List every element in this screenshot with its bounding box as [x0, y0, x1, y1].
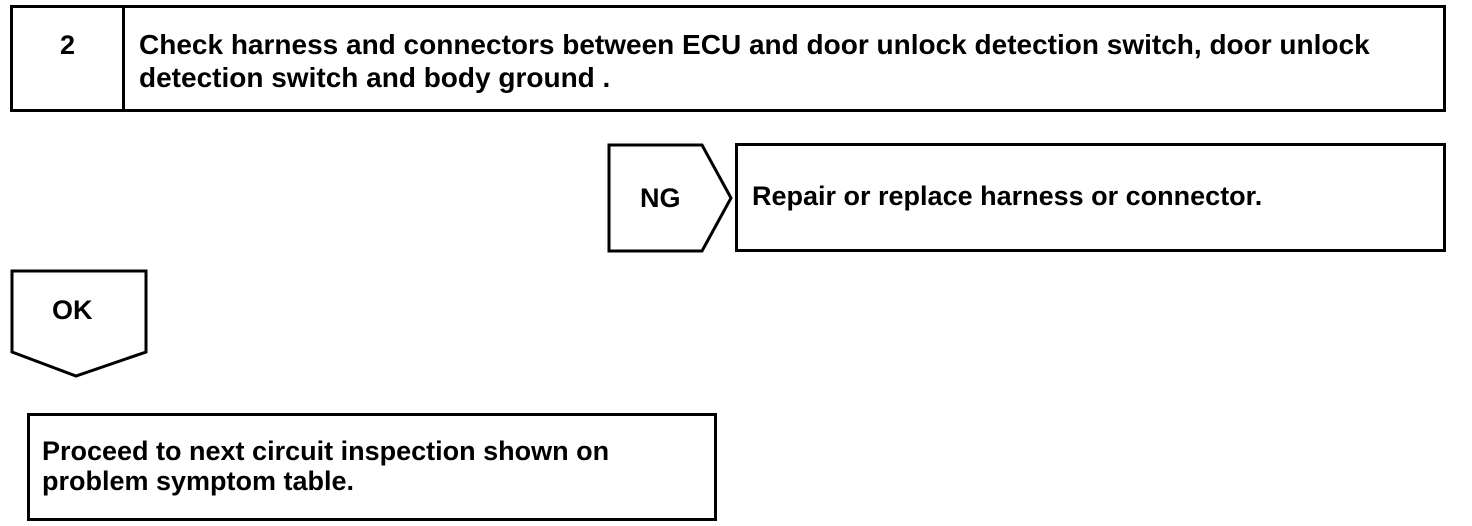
ng-result-box: Repair or replace harness or connector. [735, 143, 1446, 252]
ng-tag-outline [607, 143, 733, 253]
ok-tag: OK [52, 295, 93, 325]
ok-result-box: Proceed to next circuit inspection shown… [27, 413, 717, 521]
step-title: Check harness and connectors between ECU… [139, 29, 1370, 93]
ng-result-text: Repair or replace harness or connector. [752, 181, 1263, 211]
ng-tag: NG [640, 183, 681, 213]
step-header-box: 2 Check harness and connectors between E… [10, 5, 1446, 112]
step-number: 2 [13, 8, 125, 109]
ok-tag-outline [10, 269, 148, 378]
ok-result-text: Proceed to next circuit inspection shown… [42, 436, 610, 496]
